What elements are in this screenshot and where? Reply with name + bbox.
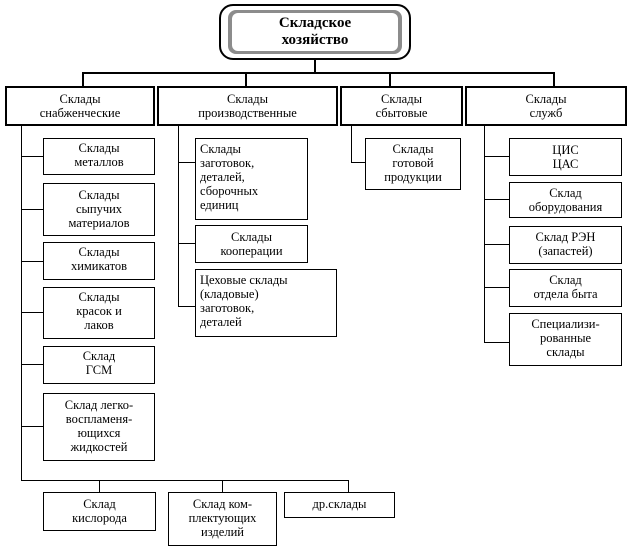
production-branch-2 bbox=[178, 243, 195, 244]
category-supply-label: Склады снабженческие bbox=[39, 92, 121, 120]
root-node: Складское хозяйство bbox=[219, 4, 411, 60]
supply-branch-3 bbox=[21, 261, 43, 262]
supply-node-bulk: Склады сыпучих материалов bbox=[43, 183, 155, 236]
category-services-label: Склады служб bbox=[525, 92, 567, 120]
supply-node-label: Склады металлов bbox=[74, 141, 124, 169]
production-node-shop: Цеховые склады (кладовые) заготовок, дет… bbox=[195, 269, 337, 337]
supply-branch-6 bbox=[21, 426, 43, 427]
services-spine bbox=[484, 126, 485, 343]
services-node-label: Склад оборудования bbox=[528, 186, 603, 214]
supply-spine bbox=[21, 126, 22, 480]
production-branch-1 bbox=[178, 162, 195, 163]
services-node-label: Специализи- рованные склады bbox=[531, 317, 600, 359]
services-branch-1 bbox=[484, 156, 509, 157]
root-stem bbox=[314, 60, 316, 73]
services-node-label: Склад РЭН (запастей) bbox=[535, 230, 596, 258]
bottom-node-other: др.склады bbox=[284, 492, 395, 518]
production-branch-3 bbox=[178, 306, 195, 307]
supply-branch-4 bbox=[21, 312, 43, 313]
supply-branch-5 bbox=[21, 364, 43, 365]
services-branch-3 bbox=[484, 244, 509, 245]
category-services: Склады служб bbox=[465, 86, 627, 126]
supply-node-flammable: Склад легко- воспламеня- ющихся жидкосте… bbox=[43, 393, 155, 461]
bottom-drop-1 bbox=[99, 480, 100, 492]
bottom-node-oxygen: Склад кислорода bbox=[43, 492, 156, 531]
supply-node-fuel: Склад ГСМ bbox=[43, 346, 155, 384]
supply-node-chemicals: Склады химикатов bbox=[43, 242, 155, 280]
category-sales: Склады сбытовые bbox=[340, 86, 463, 126]
bottom-node-label: Склад ком- плектующих изделий bbox=[188, 497, 257, 539]
supply-branch-1 bbox=[21, 156, 43, 157]
supply-node-label: Склады красок и лаков bbox=[76, 290, 122, 332]
services-branch-4 bbox=[484, 287, 509, 288]
drop-services bbox=[553, 72, 555, 86]
category-sales-label: Склады сбытовые bbox=[375, 92, 428, 120]
supply-node-label: Склад ГСМ bbox=[82, 349, 116, 377]
supply-branch-2 bbox=[21, 209, 43, 210]
supply-node-label: Склад легко- воспламеня- ющихся жидкосте… bbox=[64, 398, 134, 454]
production-spine bbox=[178, 126, 179, 307]
services-node-label: ЦИС ЦАС bbox=[552, 143, 579, 171]
bottom-node-components: Склад ком- плектующих изделий bbox=[168, 492, 277, 546]
production-node-blanks: Склады заготовок, деталей, сборочных еди… bbox=[195, 138, 308, 220]
production-node-label: Цеховые склады (кладовые) заготовок, дет… bbox=[200, 273, 288, 329]
root-frame: Складское хозяйство bbox=[228, 10, 402, 54]
services-node-label: Склад отдела быта bbox=[533, 273, 598, 301]
services-node-ren: Склад РЭН (запастей) bbox=[509, 226, 622, 264]
supply-node-label: Склады химикатов bbox=[70, 245, 128, 273]
services-branch-5 bbox=[484, 342, 509, 343]
drop-sales bbox=[389, 72, 391, 86]
bottom-node-label: Склад кислорода bbox=[72, 497, 127, 525]
services-node-cis: ЦИС ЦАС bbox=[509, 138, 622, 176]
supply-node-metals: Склады металлов bbox=[43, 138, 155, 175]
bottom-drop-2 bbox=[222, 480, 223, 492]
bottom-node-label: др.склады bbox=[312, 497, 367, 511]
sales-branch-1 bbox=[351, 162, 365, 163]
services-node-household: Склад отдела быта bbox=[509, 269, 622, 307]
root-label: Складское хозяйство bbox=[232, 13, 398, 51]
services-branch-2 bbox=[484, 199, 509, 200]
category-production-label: Склады производственные bbox=[198, 92, 297, 120]
production-node-cooperation: Склады кооперации bbox=[195, 225, 308, 263]
bottom-drop-3 bbox=[348, 480, 349, 492]
services-node-equipment: Склад оборудования bbox=[509, 182, 622, 218]
services-node-specialized: Специализи- рованные склады bbox=[509, 313, 622, 366]
category-supply: Склады снабженческие bbox=[5, 86, 155, 126]
top-bus bbox=[82, 72, 554, 74]
drop-production bbox=[245, 72, 247, 86]
drop-supply bbox=[82, 72, 84, 86]
sales-node-finished: Склады готовой продукции bbox=[365, 138, 461, 190]
production-node-label: Склады кооперации bbox=[220, 230, 283, 258]
sales-spine bbox=[351, 126, 352, 163]
supply-node-paints: Склады красок и лаков bbox=[43, 287, 155, 339]
sales-node-label: Склады готовой продукции bbox=[384, 142, 442, 184]
category-production: Склады производственные bbox=[157, 86, 338, 126]
production-node-label: Склады заготовок, деталей, сборочных еди… bbox=[200, 142, 259, 212]
supply-node-label: Склады сыпучих материалов bbox=[68, 188, 130, 230]
bottom-bus bbox=[21, 480, 349, 481]
